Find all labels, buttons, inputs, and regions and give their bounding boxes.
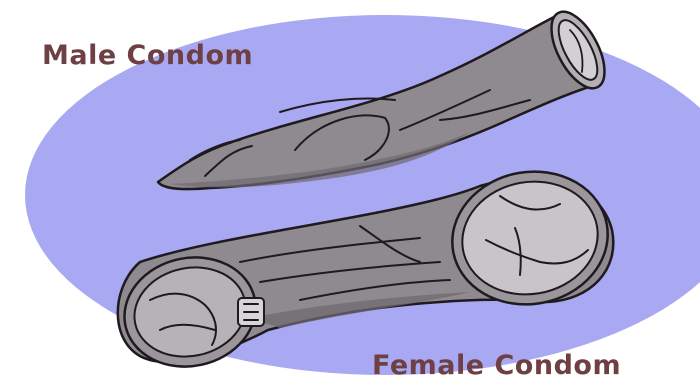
female-condom-label: Female Condom xyxy=(372,350,621,381)
male-condom-label: Male Condom xyxy=(42,40,253,71)
